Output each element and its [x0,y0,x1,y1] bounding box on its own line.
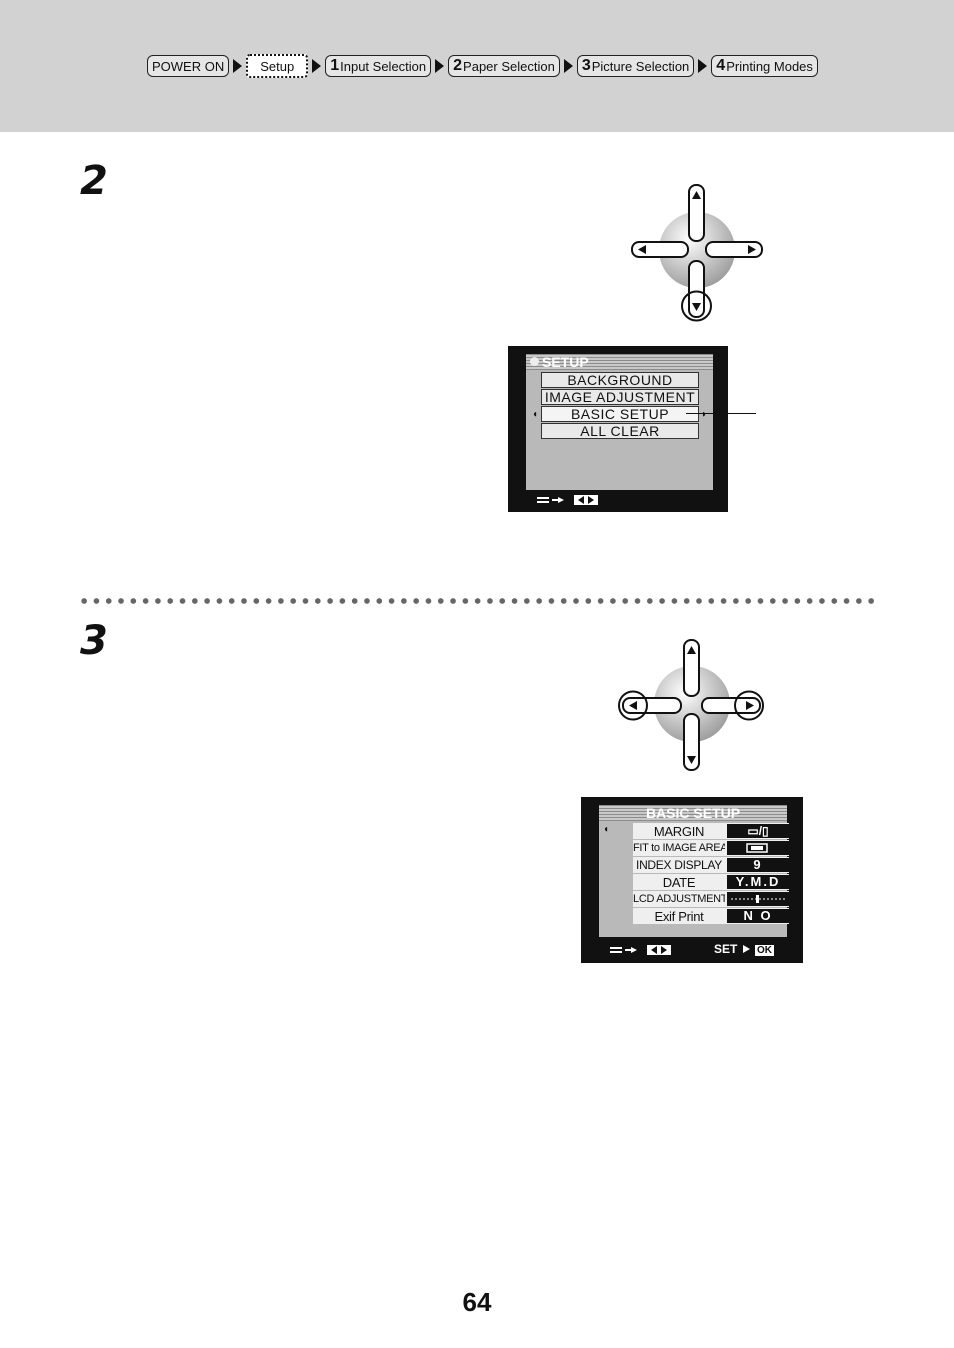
select-right-marker-icon: ◗ [701,409,708,420]
select-left-marker-icon: ◖ [603,824,610,835]
flow-arrow-icon [435,59,445,73]
ok-button-icon: OK [755,945,775,956]
setup-item-image-adjustment: IMAGE ADJUSTMENT [541,389,699,405]
basic-row-date: DATE Y.M.D [633,874,789,890]
flow-arrow-icon [312,59,322,73]
footer-arrow-icon [742,945,750,953]
dpad-left-right-highlight-icon [618,639,764,771]
fit-image-icon [746,843,768,853]
select-left-marker-icon: ◖ [532,409,539,420]
dpad-down-highlight-icon [631,184,763,322]
step-number-3: 3 [80,618,108,664]
flow-arrow-icon [563,59,573,73]
flow-power-on: POWER ON [147,55,230,77]
setup-item-basic-setup: BASIC SETUP [541,406,699,422]
flow-arrow-icon [233,59,243,73]
footer-set: SET OK [714,942,775,956]
lcd-slider-icon [731,895,785,903]
setup-title: SETUP [542,354,589,370]
setup-menu-icon [530,357,539,366]
basic-setup-title: BASIC SETUP [645,805,741,821]
step-number-2: 2 [80,158,108,204]
setup-item-background: BACKGROUND SETUP [541,372,699,401]
setup-item-all-clear: ALL CLEAR [541,423,699,439]
footer-nav-icons [610,945,671,955]
dotted-separator [78,596,878,606]
page-number: 64 [462,1287,492,1317]
basic-row-fit-to-image-area: FIT to IMAGE AREA [633,840,789,856]
callout-line [686,413,756,414]
footer-nav-icons [537,495,598,505]
flow-setup: Setup [246,54,309,78]
flow-arrow-icon [698,59,708,73]
basic-row-lcd-adjustment: LCD ADJUSTMENT [633,891,789,907]
basic-row-margin: MARGIN ▭/▯ [633,823,789,839]
basic-row-exif-print: Exif Print N O [633,908,789,924]
setup-lcd-screen: SETUP BACKGROUND SETUP IMAGE ADJUSTMENT … [508,346,728,512]
basic-setup-lcd-screen: BASIC SETUP ◖ ◗ MARGIN ▭/▯ FIT to IMAGE … [581,797,803,963]
basic-row-index-display: INDEX DISPLAY 9 [633,857,789,873]
